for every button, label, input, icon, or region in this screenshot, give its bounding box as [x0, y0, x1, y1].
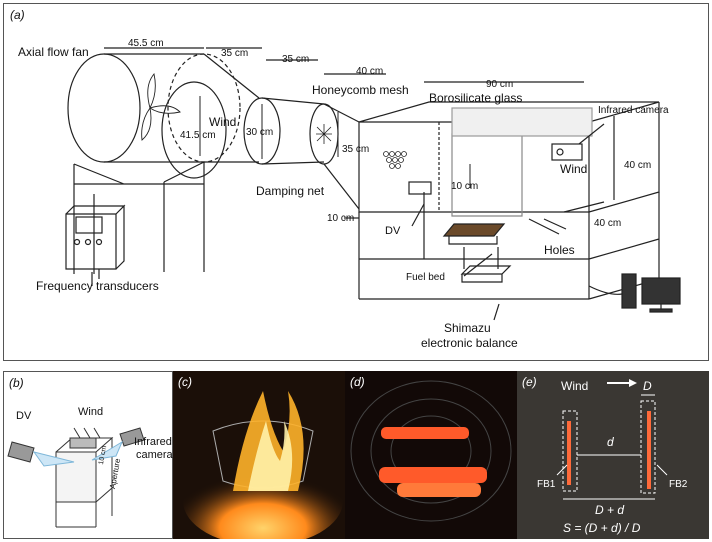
- panel-b-drawing: [7, 427, 145, 528]
- dim-10-inner-label: 10 cm: [451, 181, 479, 192]
- dim-35-label-1: 35 cm: [221, 48, 249, 59]
- e-wind-label: Wind: [561, 379, 589, 393]
- dim-41-5-label: 41.5 cm: [180, 130, 216, 141]
- panel-c-label: (c): [178, 375, 192, 389]
- shimazu-label-line1: Shimazu: [444, 321, 491, 335]
- panel-d-ember-photo: (d): [345, 371, 517, 539]
- panel-e-label: (e): [522, 375, 537, 389]
- e-formula-label: S = (D + d) / D: [563, 521, 641, 535]
- panel-a-drawing: [65, 47, 681, 321]
- panel-b-label: (b): [9, 376, 24, 390]
- e-d-label: d: [607, 435, 614, 449]
- e-D-plus-d-label: D + d: [595, 503, 625, 517]
- dim-90-label: 90 cm: [486, 79, 514, 90]
- fuel-bed-label: Fuel bed: [406, 272, 445, 283]
- shimazu-label-line2: electronic balance: [421, 336, 518, 350]
- flame-photo-illustration: [183, 391, 343, 539]
- e-fb2-label: FB2: [669, 479, 688, 490]
- holes-label: Holes: [544, 243, 575, 257]
- damping-net-label: Damping net: [256, 184, 325, 198]
- panel-e-spacing-photo: (e) Wind D d FB1 FB2 D + d S = (D + d) /…: [517, 371, 709, 539]
- panel-b-schematic: (b) DV Wind Infrared camera 10 cm Apertu…: [3, 371, 173, 539]
- panel-a-label: (a): [10, 8, 25, 22]
- dim-45-5-label: 45.5 cm: [128, 38, 164, 49]
- honeycomb-mesh-label: Honeycomb mesh: [312, 83, 409, 97]
- dv-label: DV: [385, 225, 401, 237]
- b-camera-label: camera: [136, 449, 173, 461]
- dim-10-bottom-label: 10 cm: [327, 213, 355, 224]
- spacing-annotation: [556, 379, 668, 500]
- panel-d-label: (d): [350, 375, 365, 389]
- dim-40-right-label: 40 cm: [624, 160, 652, 171]
- b-infrared-label: Infrared: [134, 436, 172, 448]
- e-fb1-label: FB1: [537, 479, 556, 490]
- panel-a-setup-diagram: (a) Axial flow fan 45.5 cm 35 cm 35 cm 4…: [3, 3, 709, 361]
- b-wind-label: Wind: [78, 406, 104, 418]
- dim-40-depth-label: 40 cm: [594, 218, 622, 229]
- fan-cylinder-front: [67, 53, 141, 163]
- axial-flow-fan-label: Axial flow fan: [18, 45, 89, 59]
- panel-c-flame-photo: (c): [173, 371, 345, 539]
- e-D-label: D: [643, 379, 652, 393]
- dim-40-top-label: 40 cm: [356, 66, 384, 77]
- dim-35-label-2: 35 cm: [282, 54, 310, 65]
- wind-right-label: Wind: [560, 162, 588, 176]
- ember-photo-illustration: [350, 380, 512, 522]
- frequency-transducers-label: Frequency transducers: [36, 279, 159, 293]
- dim-30-label: 30 cm: [246, 127, 274, 138]
- wind-left-label: Wind: [209, 115, 237, 129]
- b-dv-label: DV: [16, 410, 32, 422]
- borosilicate-glass-label: Borosilicate glass: [429, 91, 523, 105]
- infrared-camera-label: Infrared camera: [598, 105, 669, 116]
- dim-35-label-3: 35 cm: [342, 144, 370, 155]
